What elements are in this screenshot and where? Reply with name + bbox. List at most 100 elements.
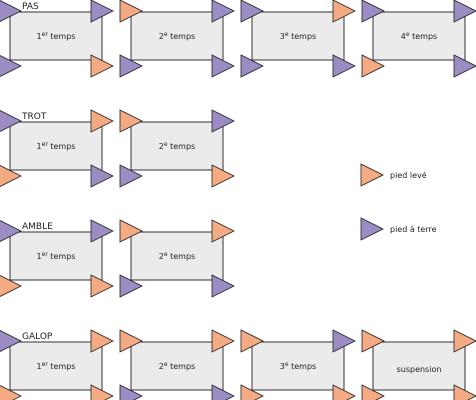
hoof-ground-icon bbox=[453, 0, 476, 23]
hoof-raised-icon bbox=[90, 274, 114, 298]
phase-number-suffix: e bbox=[164, 251, 168, 258]
hoof-raised-icon bbox=[453, 384, 476, 400]
legend-ground: pied à terre bbox=[360, 217, 437, 241]
hoof-ground-icon bbox=[119, 274, 143, 298]
phase-number: 1 bbox=[37, 252, 42, 261]
phase-number-suffix: e bbox=[164, 361, 168, 368]
phase-word: temps bbox=[289, 32, 317, 41]
legend-label: pied à terre bbox=[390, 225, 437, 234]
phase-word: temps bbox=[48, 32, 76, 41]
hoof-ground-icon bbox=[211, 384, 235, 400]
phase-label: 1er temps bbox=[37, 141, 76, 151]
phase-label: 1er temps bbox=[37, 361, 76, 371]
hoof-ground-icon bbox=[90, 219, 114, 243]
phase-number-suffix: e bbox=[285, 31, 289, 38]
hoof-ground-icon bbox=[211, 0, 235, 23]
hoof-ground-icon bbox=[453, 54, 476, 78]
phase-card: 2e temps bbox=[119, 109, 235, 188]
hoof-raised-icon bbox=[90, 109, 114, 133]
hoof-raised-icon bbox=[90, 54, 114, 78]
hoof-ground-icon bbox=[0, 330, 22, 352]
phase-number: 1 bbox=[37, 32, 42, 41]
phase-box bbox=[372, 341, 466, 391]
hoof-raised-icon bbox=[361, 329, 385, 353]
phase-word: temps bbox=[289, 362, 317, 371]
hoof-ground-icon bbox=[0, 220, 22, 242]
phase-number: 3 bbox=[280, 32, 285, 41]
phase-word: temps bbox=[168, 252, 196, 261]
phase-word: temps bbox=[168, 142, 196, 151]
hoof-ground-icon bbox=[0, 110, 22, 132]
legend-label: pied levé bbox=[390, 170, 427, 180]
gait-title: TROT bbox=[21, 112, 47, 122]
gait-title: PAS bbox=[22, 2, 39, 12]
hoof-raised-icon bbox=[90, 329, 114, 353]
hoof-raised-icon bbox=[119, 0, 143, 23]
phase-label: 4e temps bbox=[401, 31, 437, 41]
hoof-raised-icon bbox=[119, 329, 143, 353]
phase-label: 2e temps bbox=[159, 141, 195, 151]
phase-word: temps bbox=[48, 362, 76, 371]
phase-card: suspension bbox=[361, 329, 476, 400]
phase-number: 1 bbox=[37, 362, 42, 371]
hoof-ground-icon bbox=[240, 0, 264, 23]
phase-label: 3e temps bbox=[280, 361, 316, 371]
phase-number-suffix: e bbox=[164, 141, 168, 148]
phase-card: 3e temps bbox=[240, 0, 356, 78]
hoof-raised-icon bbox=[240, 384, 264, 400]
phase-number-suffix: er bbox=[42, 31, 49, 38]
hoof-raised-icon bbox=[119, 109, 143, 133]
hoof-raised-icon bbox=[211, 219, 235, 243]
phase-box bbox=[9, 121, 103, 171]
phase-label: 1er temps bbox=[37, 31, 76, 41]
phase-card: 1er temps bbox=[0, 0, 114, 78]
phase-box bbox=[372, 11, 466, 61]
phase-box bbox=[9, 11, 103, 61]
phase-label: 1er temps bbox=[37, 251, 76, 261]
phase-card: 2e temps bbox=[119, 219, 235, 298]
phase-number: 2 bbox=[159, 362, 164, 371]
phase-label: 2e temps bbox=[159, 251, 195, 261]
hoof-ground-icon bbox=[211, 54, 235, 78]
phase-number: 2 bbox=[159, 252, 164, 261]
phase-number: 2 bbox=[159, 142, 164, 151]
hoof-raised-icon bbox=[361, 54, 385, 78]
phase-label: 2e temps bbox=[159, 31, 195, 41]
phase-box bbox=[9, 231, 103, 281]
phase-box bbox=[130, 341, 224, 391]
hoof-ground-icon bbox=[361, 0, 385, 23]
phase-number: 3 bbox=[280, 362, 285, 371]
phase-number-suffix: e bbox=[285, 361, 289, 368]
gait-title: AMBLE bbox=[22, 222, 53, 232]
hoof-ground-icon bbox=[211, 109, 235, 133]
hoof-ground-icon bbox=[90, 0, 114, 23]
phase-number-suffix: e bbox=[406, 31, 410, 38]
phase-card: 2e temps bbox=[119, 329, 235, 400]
phase-label: suspension bbox=[397, 365, 442, 374]
hoof-raised-icon bbox=[0, 165, 22, 187]
phase-box bbox=[251, 11, 345, 61]
hoof-ground-icon bbox=[332, 54, 356, 78]
phase-word: temps bbox=[410, 32, 438, 41]
hoof-raised-icon bbox=[0, 275, 22, 297]
hoof-ground-icon bbox=[240, 54, 264, 78]
phase-box bbox=[130, 121, 224, 171]
hoof-raised-icon bbox=[240, 329, 264, 353]
phase-number-suffix: e bbox=[164, 31, 168, 38]
phase-number-suffix: er bbox=[42, 251, 49, 258]
hoof-ground-icon bbox=[0, 0, 22, 22]
legend-raised: pied levé bbox=[360, 163, 427, 187]
phase-card: 1er temps bbox=[0, 329, 114, 400]
gait-title: GALOP bbox=[22, 332, 53, 342]
phase-box bbox=[130, 231, 224, 281]
phase-label: 3e temps bbox=[280, 31, 316, 41]
phase-word: suspension bbox=[397, 365, 442, 374]
phase-word: temps bbox=[168, 32, 196, 41]
hoof-ground-icon bbox=[119, 384, 143, 400]
hoof-ground-icon bbox=[119, 164, 143, 188]
phase-card: 1er temps bbox=[0, 219, 114, 298]
phase-word: temps bbox=[168, 362, 196, 371]
hoof-raised-icon bbox=[119, 219, 143, 243]
hoof-ground-icon bbox=[90, 164, 114, 188]
